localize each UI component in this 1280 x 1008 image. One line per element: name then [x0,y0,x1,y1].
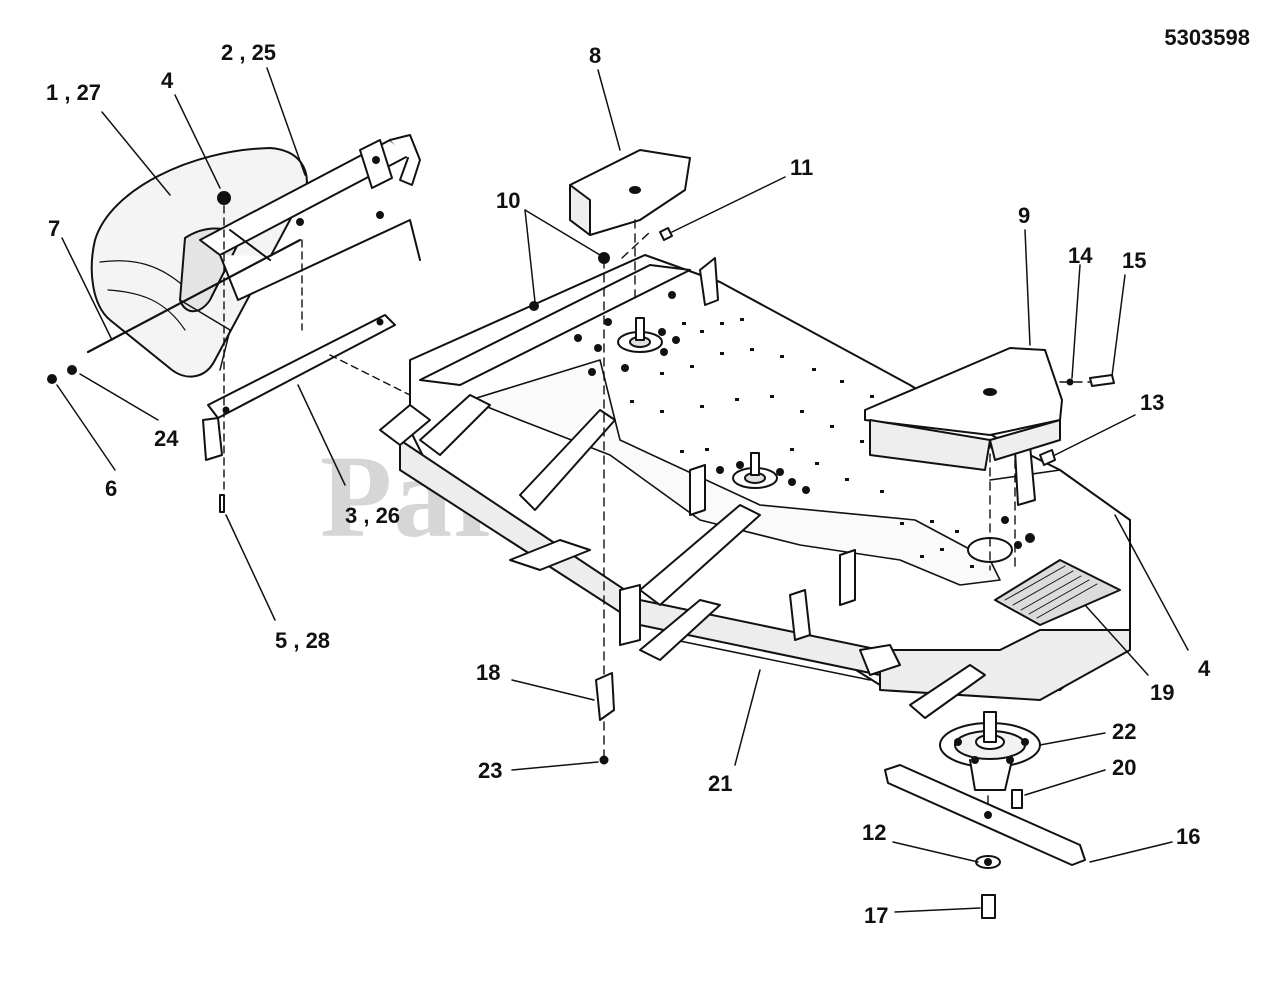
blade-bolt [981,894,996,919]
callout-19: 19 [1150,680,1175,705]
callout-11: 11 [790,155,814,180]
bolt-13 [1039,449,1056,466]
part-number: 5303598 [1164,25,1250,50]
callout-9: 9 [1018,203,1031,228]
hinge-rod [86,238,302,354]
mower-deck-housing [379,254,1131,719]
washer [67,365,77,375]
callout-4-right: 4 [1198,656,1211,681]
callout-16: 16 [1176,824,1201,849]
callout-13: 13 [1140,390,1165,415]
callout-20: 20 [1112,755,1137,780]
callout-23: 23 [478,758,503,783]
callout-5-28: 5 , 28 [275,628,331,653]
foot-pad-ribs [1004,565,1098,619]
callout-22: 22 [1112,719,1137,744]
callout-10: 10 [496,188,521,213]
callout-2-25: 2 , 25 [221,40,277,65]
callout-18: 18 [476,660,501,685]
bolt-15 [1089,374,1115,387]
callout-1-27: 1 , 27 [46,80,102,105]
callout-3-26: 3 , 26 [345,503,401,528]
callout-12: 12 [862,820,887,845]
belt-cover-right [864,347,1063,471]
carriage-bolt [219,494,225,513]
nut [47,374,57,384]
callout-15: 15 [1122,248,1147,273]
spindle-assembly [939,711,1041,791]
callout-8: 8 [589,43,602,68]
screw-11 [659,227,673,241]
clip-18 [595,672,615,721]
callout-4-top: 4 [161,68,174,93]
callout-17: 17 [864,903,889,928]
bolt-20 [1011,789,1023,809]
washer-14 [1066,378,1074,386]
callout-21: 21 [708,771,733,796]
callout-7: 7 [48,216,61,241]
belt-cover-left [569,149,691,236]
callout-14: 14 [1068,243,1093,268]
nut-10 [598,252,610,264]
callout-6: 6 [105,476,118,501]
leader-lines [56,67,1189,913]
locknut [217,191,231,205]
callout-24: 24 [154,426,179,451]
alignment-lines-left [223,205,411,491]
screw-23 [599,755,609,765]
chute-mount-bracket [199,134,421,301]
